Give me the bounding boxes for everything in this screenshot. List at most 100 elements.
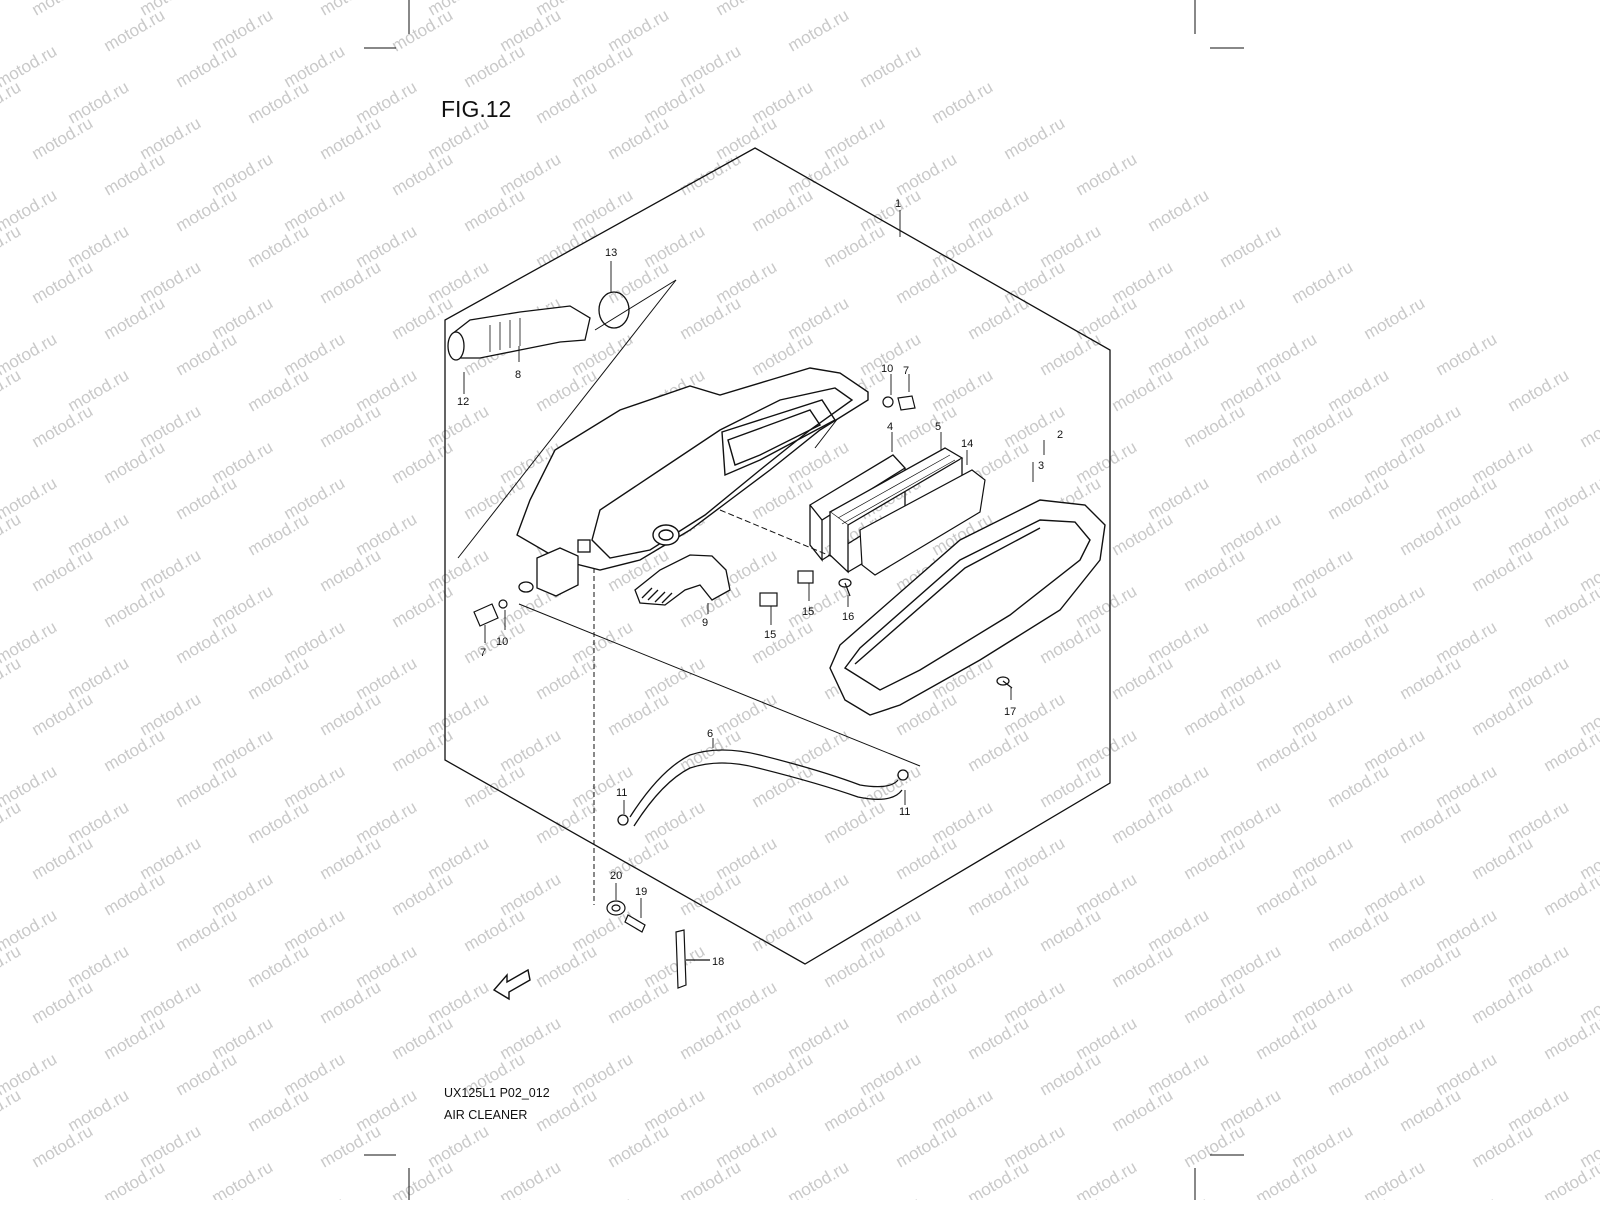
watermark-text: motod.ru [1541, 725, 1600, 775]
watermark-text: motod.ru [101, 1157, 169, 1200]
watermark-text: motod.ru [821, 221, 889, 271]
screw-17 [997, 677, 1012, 688]
watermark-text: motod.ru [533, 941, 601, 991]
watermark-text: motod.ru [1109, 1085, 1177, 1135]
grommet-15a [760, 593, 777, 606]
watermark-text: motod.ru [893, 257, 961, 307]
watermark-text: motod.ru [101, 5, 169, 55]
watermark-text: motod.ru [0, 797, 24, 847]
watermark-text: motod.ru [173, 761, 241, 811]
watermark-text: motod.ru [1073, 1157, 1141, 1200]
watermark-text: motod.ru [1073, 149, 1141, 199]
watermark-text: motod.ru [101, 581, 169, 631]
watermark-text: motod.ru [749, 1049, 817, 1099]
watermark-text: motod.ru [0, 221, 24, 271]
callout-1: 1 [895, 198, 901, 210]
watermark-text: motod.ru [1181, 833, 1249, 883]
watermark-text: motod.ru [389, 1013, 457, 1063]
watermark-text: motod.ru [605, 113, 673, 163]
watermark-text: motod.ru [893, 977, 961, 1027]
watermark-text: motod.ru [1469, 545, 1537, 595]
watermark-text: motod.ru [1253, 437, 1321, 487]
watermark-text: motod.ru [245, 797, 313, 847]
callout-7-top: 7 [903, 365, 909, 377]
watermark-text: motod.ru [317, 977, 385, 1027]
watermark-text: motod.ru [461, 1193, 529, 1200]
watermark-text: motod.ru [533, 77, 601, 127]
watermark-text: motod.ru [1469, 977, 1537, 1027]
watermark-text: motod.ru [461, 905, 529, 955]
watermark-text: motod.ru [965, 725, 1033, 775]
watermark-text: motod.ru [1469, 1121, 1537, 1171]
watermark-text: motod.ru [209, 1157, 277, 1200]
watermark-text: motod.ru [749, 905, 817, 955]
watermark-text: motod.ru [461, 617, 529, 667]
watermark-text: motod.ru [245, 653, 313, 703]
watermark-text: motod.ru [173, 1193, 241, 1200]
watermark-text: motod.ru [1433, 329, 1501, 379]
watermark-text: motod.ru [317, 401, 385, 451]
watermark-text: motod.ru [0, 509, 24, 559]
callout-20: 20 [610, 870, 622, 882]
watermark-text: motod.ru [749, 617, 817, 667]
watermark-text: motod.ru [317, 0, 385, 19]
watermark-text: motod.ru [0, 653, 24, 703]
watermark-text: motod.ru [605, 257, 673, 307]
watermark-text: motod.ru [1037, 1193, 1105, 1200]
watermark-text: motod.ru [1109, 797, 1177, 847]
watermark-text: motod.ru [1181, 977, 1249, 1027]
callout-15-left: 15 [764, 629, 776, 641]
watermark-text: motod.ru [893, 1121, 961, 1171]
callout-17: 17 [1004, 706, 1016, 718]
watermark-text: motod.ru [1325, 905, 1393, 955]
watermark-text: motod.ru [317, 1121, 385, 1171]
watermark-text: motod.ru [0, 77, 24, 127]
watermark-text: motod.ru [389, 149, 457, 199]
callout-9: 9 [702, 617, 708, 629]
watermark-text: motod.ru [1361, 293, 1429, 343]
watermark-text: motod.ru [965, 1013, 1033, 1063]
watermark-text: motod.ru [461, 185, 529, 235]
callout-10-top: 10 [881, 363, 893, 375]
watermark-text: motod.ru [245, 221, 313, 271]
watermark-text: motod.ru [677, 1157, 745, 1200]
callout-2: 2 [1057, 429, 1063, 441]
callout-15-right: 15 [802, 606, 814, 618]
watermark-text: motod.ru [1289, 257, 1357, 307]
watermark-text: motod.ru [1037, 905, 1105, 955]
watermark-text: motod.ru [1037, 761, 1105, 811]
watermark-text: motod.ru [929, 77, 997, 127]
watermark-text: motod.ru [245, 77, 313, 127]
figure-name: AIR CLEANER [444, 1108, 527, 1122]
watermark-text: motod.ru [1253, 1157, 1321, 1200]
watermark-text: motod.ru [29, 833, 97, 883]
callout-12: 12 [457, 396, 469, 408]
watermark-text: motod.ru [389, 869, 457, 919]
watermark-text: motod.ru [1577, 401, 1600, 451]
watermark-text: motod.ru [1469, 833, 1537, 883]
watermark-text: motod.ru [1253, 725, 1321, 775]
watermark-text: motod.ru [1181, 689, 1249, 739]
watermark-text: motod.ru [1325, 1193, 1393, 1200]
watermark-text: motod.ru [749, 473, 817, 523]
watermark-text: motod.ru [965, 293, 1033, 343]
callout-11-left: 11 [616, 787, 627, 799]
watermark-text: motod.ru [1325, 473, 1393, 523]
callout-8: 8 [515, 369, 521, 381]
watermark-text: motod.ru [173, 473, 241, 523]
watermark-text: motod.ru [317, 545, 385, 595]
watermark-text: motod.ru [533, 653, 601, 703]
watermark-text: motod.ru [461, 41, 529, 91]
clamp-plug-top [883, 396, 915, 410]
watermark-text: motod.ru [1505, 365, 1573, 415]
watermark-text: motod.ru [605, 689, 673, 739]
watermark-text: motod.ru [173, 1049, 241, 1099]
watermark-text: motod.ru [1397, 941, 1465, 991]
watermark-text: motod.ru [173, 905, 241, 955]
watermark-text: motod.ru [317, 257, 385, 307]
watermark-text: motod.ru [173, 617, 241, 667]
watermark-text: motod.ru [173, 185, 241, 235]
watermark-text: motod.ru [245, 509, 313, 559]
watermark-text: motod.ru [497, 1157, 565, 1200]
